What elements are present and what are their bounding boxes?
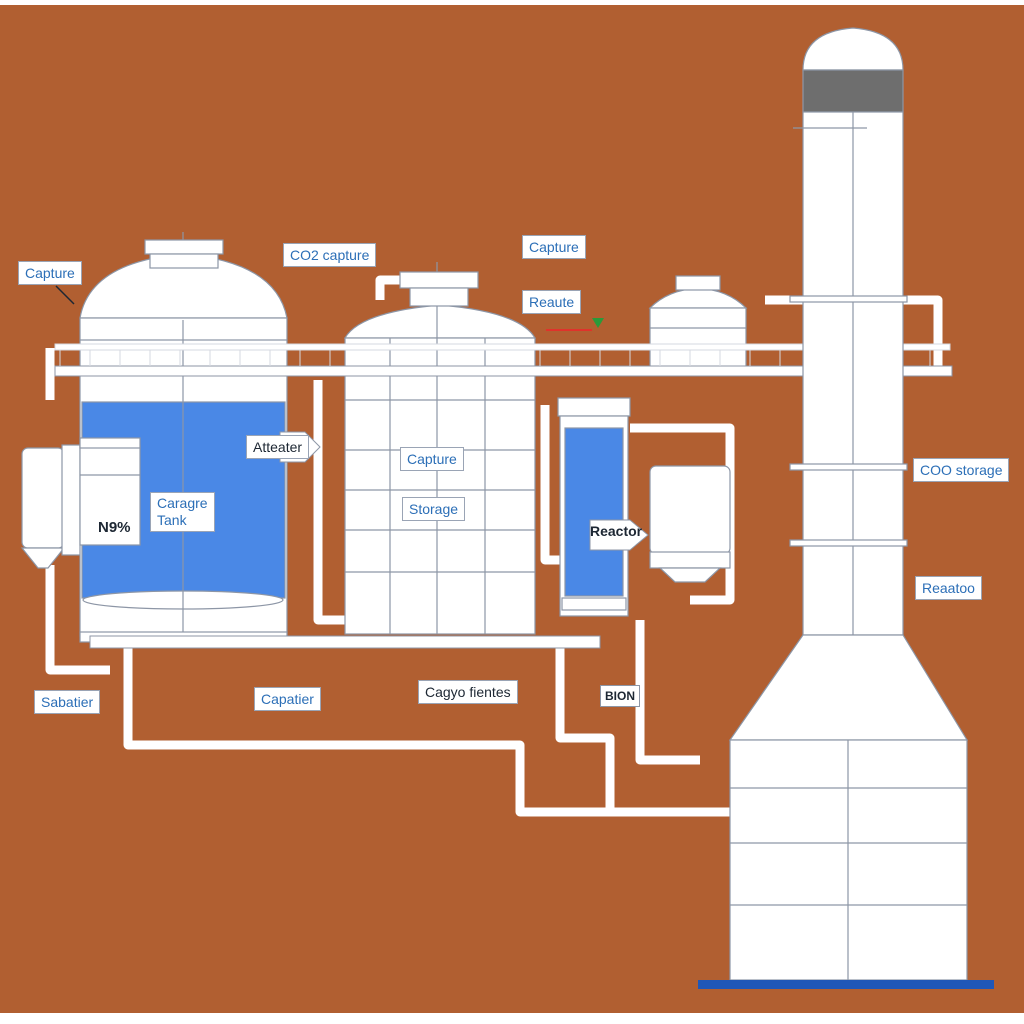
pipe-bottom-mid — [555, 648, 615, 812]
filter-vessel — [649, 465, 731, 583]
label-capture-left: Capture — [18, 261, 82, 285]
label-atteater: Atteater — [246, 435, 310, 459]
label-cagyo-fientes: Cagyo fientes — [418, 680, 518, 704]
label-bion: BION — [600, 685, 640, 707]
label-co2-capture: CO2 capture — [283, 243, 377, 267]
label-sabatier: Sabatier — [34, 690, 101, 714]
column-base-stripe — [698, 980, 994, 989]
pipe-right-drop — [635, 620, 700, 765]
tank-base-platform — [89, 635, 601, 649]
label-reactor: Reactor — [590, 523, 643, 539]
reactor-vessel — [557, 397, 631, 617]
tank-line: Tank — [157, 512, 187, 528]
label-storage: Storage — [402, 497, 466, 521]
label-percent: N9% — [98, 519, 131, 536]
catwalk — [54, 343, 953, 377]
caragre-line: Caragre — [157, 495, 208, 511]
small-left-tank — [79, 437, 141, 546]
pipe-reactor-in — [540, 405, 560, 565]
pipe-bottom-main — [123, 648, 735, 817]
storage-tank — [343, 262, 537, 635]
label-capatier: Capatier — [254, 687, 321, 711]
label-coo-storage: COO storage — [913, 458, 1010, 482]
pipe-tank1-tank2 — [313, 380, 345, 625]
left-settler — [20, 444, 87, 569]
label-reaute: Reaute — [522, 290, 582, 314]
label-capture-top: Capture — [522, 235, 586, 259]
distillation-column — [728, 27, 969, 981]
label-capture-mid: Capture — [400, 447, 464, 471]
pipe-left-loop — [45, 348, 110, 675]
label-reaatoo: Reaatoo — [915, 576, 982, 600]
